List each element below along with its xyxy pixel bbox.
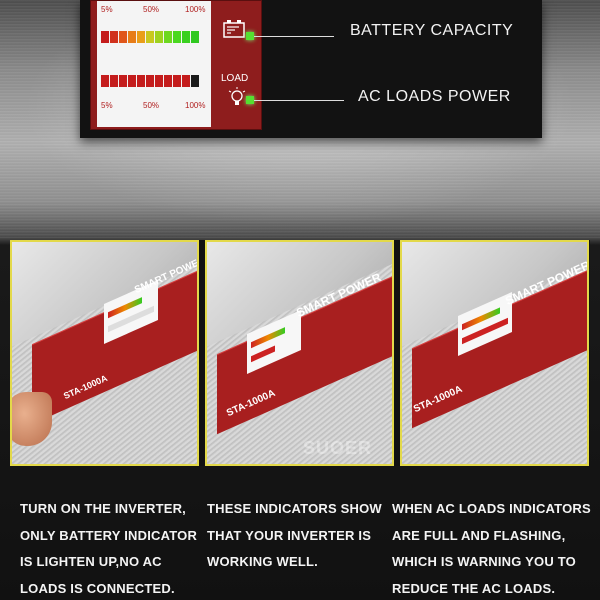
load-label: LOAD xyxy=(221,73,249,84)
inverter-photo-2: SMART POWER STA-1000A SUOER xyxy=(205,240,394,466)
inverter-photo-strip: SMART POWER STA-1000A SMART POWER STA-10… xyxy=(10,240,590,466)
battery-capacity-label: BATTERY CAPACITY xyxy=(350,22,514,39)
scale-label: 5% xyxy=(101,101,113,110)
caption-line: WORKING WELL. xyxy=(207,554,318,569)
caption-column-2: THESE INDICATORS SHOW THAT YOUR INVERTER… xyxy=(207,496,382,576)
meter-segment xyxy=(110,75,118,87)
meter-segment xyxy=(191,31,199,43)
load-led-icon xyxy=(246,96,254,104)
hand-image xyxy=(12,392,52,446)
meter-segment xyxy=(128,75,136,87)
scale-label: 100% xyxy=(185,5,206,14)
caption-line: WHEN AC LOADS INDICATORS xyxy=(392,501,591,516)
watermark: SUOER xyxy=(303,438,373,458)
caption-column-3: WHEN AC LOADS INDICATORS ARE FULL AND FL… xyxy=(392,496,591,600)
meter-segment xyxy=(101,31,109,43)
scale-label: 50% xyxy=(143,101,160,110)
inverter-photo-1: SMART POWER STA-1000A xyxy=(10,240,199,466)
scale-label: 100% xyxy=(185,101,206,110)
meter-segment xyxy=(182,75,190,87)
indicator-callout-panel: 5% 50% 100% 5% 50% 100% LOAD xyxy=(80,0,542,138)
meter-segment xyxy=(173,31,181,43)
ac-load-bar xyxy=(101,75,199,87)
meter-segment xyxy=(146,31,154,43)
meter-segment xyxy=(164,31,172,43)
scale-label: 5% xyxy=(101,5,113,14)
meter-segment xyxy=(155,75,163,87)
caption-line: TURN ON THE INVERTER, xyxy=(20,501,186,516)
meter-white-face: 5% 50% 100% 5% 50% 100% xyxy=(97,1,211,127)
meter-display-card: 5% 50% 100% 5% 50% 100% LOAD xyxy=(90,0,262,130)
meter-segment xyxy=(191,75,199,87)
battery-callout-line xyxy=(254,36,334,37)
meter-segment xyxy=(146,75,154,87)
caption-line: WHICH IS WARNING YOU TO xyxy=(392,554,576,569)
battery-capacity-bar xyxy=(101,31,199,43)
caption-column-1: TURN ON THE INVERTER, ONLY BATTERY INDIC… xyxy=(20,496,197,600)
meter-segment xyxy=(155,31,163,43)
caption-line: ONLY BATTERY INDICATOR xyxy=(20,527,198,543)
battery-led-icon xyxy=(246,32,254,40)
caption-line: IS LIGHTEN UP,NO AC xyxy=(20,554,162,569)
meter-segment xyxy=(119,31,127,43)
load-callout-line xyxy=(254,100,344,101)
meter-segment xyxy=(182,31,190,43)
scale-label: 50% xyxy=(143,5,160,14)
caption-line: LOADS IS CONNECTED. xyxy=(20,580,175,596)
meter-segment xyxy=(137,75,145,87)
meter-segment xyxy=(101,75,109,87)
meter-segment xyxy=(173,75,181,87)
caption-area: TURN ON THE INVERTER, ONLY BATTERY INDIC… xyxy=(20,496,591,600)
ac-loads-power-label: AC LOADS POWER xyxy=(358,88,511,105)
meter-segment xyxy=(119,75,127,87)
caption-line: REDUCE THE AC LOADS. xyxy=(392,580,556,596)
caption-line: THESE INDICATORS SHOW xyxy=(207,501,382,516)
load-bar-partial xyxy=(251,345,275,363)
meter-segment xyxy=(137,31,145,43)
inverter-photo-3: SMART POWER STA-1000A xyxy=(400,240,589,466)
battery-icon xyxy=(223,20,245,38)
caption-line: THAT YOUR INVERTER IS xyxy=(207,527,372,543)
meter-segment xyxy=(110,31,118,43)
meter-segment xyxy=(164,75,172,87)
caption-line: ARE FULL AND FLASHING, xyxy=(392,527,566,543)
meter-segment xyxy=(128,31,136,43)
battery-bar-lit xyxy=(251,327,285,349)
lightbulb-icon xyxy=(228,87,246,105)
